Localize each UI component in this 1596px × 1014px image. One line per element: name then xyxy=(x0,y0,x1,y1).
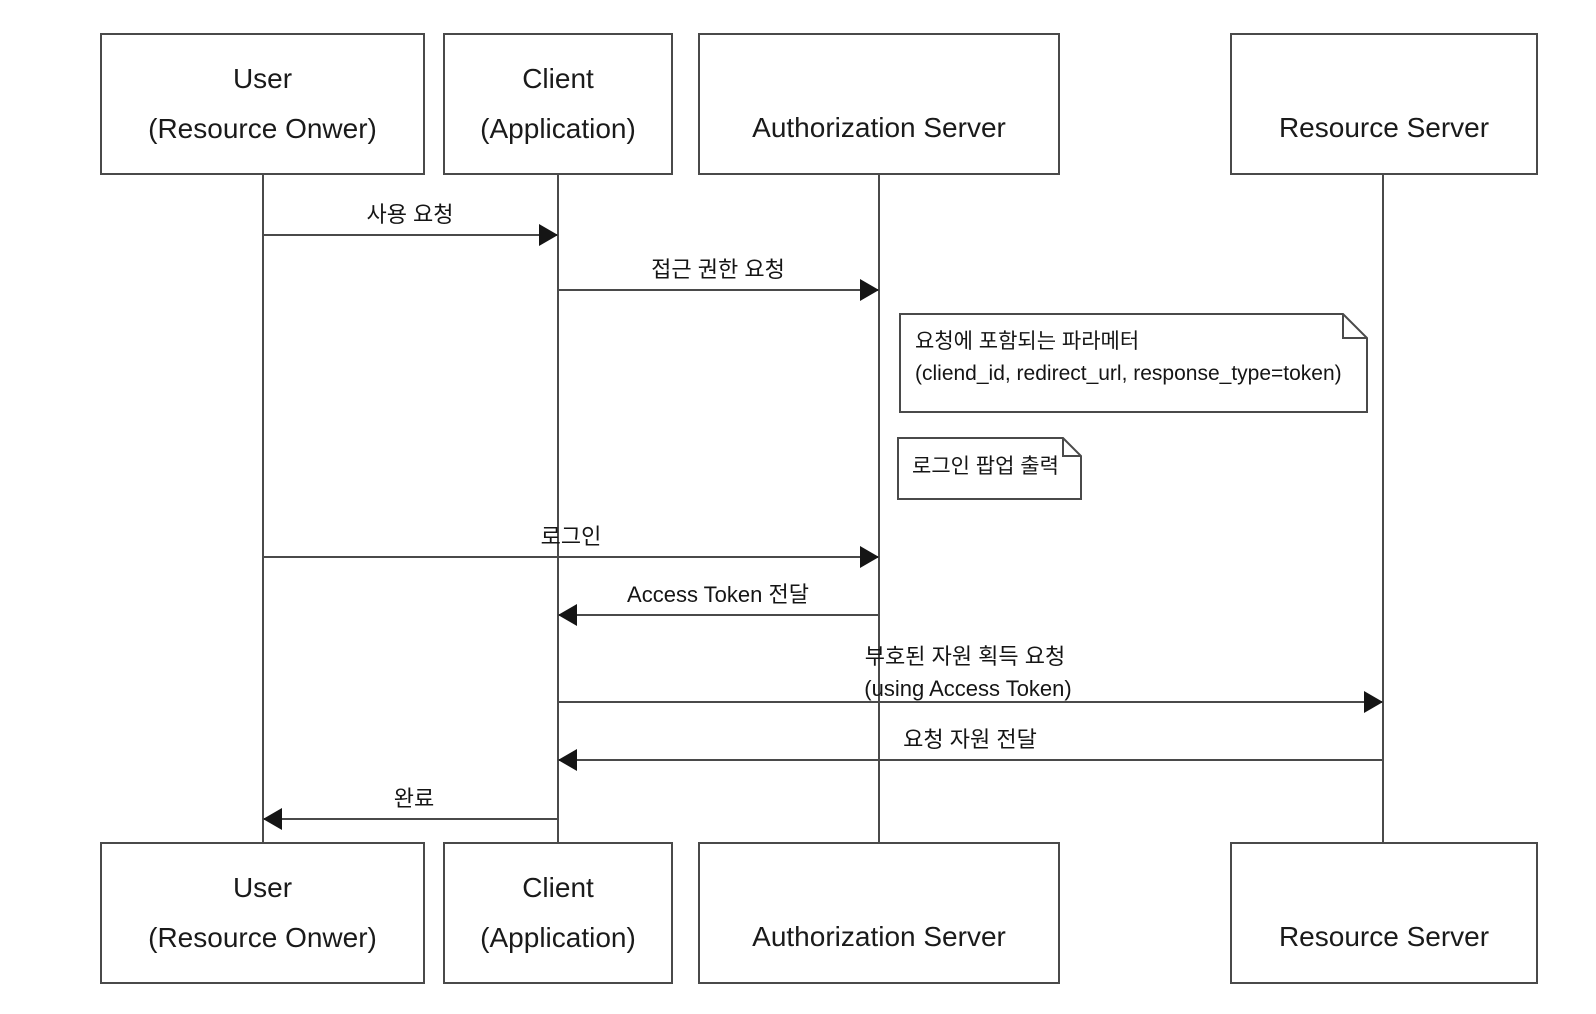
participant-top-user: User (Resource Onwer) xyxy=(100,33,425,175)
message-label: Access Token 전달 xyxy=(627,582,809,607)
note-text-line1: 요청에 포함되는 파라메터 xyxy=(915,330,1140,353)
note-shape-icon xyxy=(899,313,1368,413)
participant-bottom-resource-server: Resource Server xyxy=(1230,842,1538,984)
participant-bottom-client: Client (Application) xyxy=(443,842,673,984)
lifeline-client xyxy=(557,175,559,842)
message-line xyxy=(263,234,558,236)
participant-top-resource-server: Resource Server xyxy=(1230,33,1538,175)
arrowhead-left-icon xyxy=(558,749,577,771)
arrowhead-right-icon xyxy=(860,546,879,568)
message-label: 사용 요청 xyxy=(366,202,454,227)
note-text-line1: 로그인 팝업 출력 xyxy=(912,455,1059,478)
participant-name: Resource Server xyxy=(1278,921,1490,952)
participant-name: Client xyxy=(522,872,594,903)
note-request-parameters: 요청에 포함되는 파라메터 (cliend_id, redirect_url, … xyxy=(899,313,1368,413)
message-line xyxy=(558,289,879,291)
arrowhead-right-icon xyxy=(539,224,558,246)
message-label: 접근 권한 요청 xyxy=(651,257,785,282)
message-line xyxy=(558,614,879,616)
participant-subtitle: (Application) xyxy=(480,113,636,144)
message-sublabel: (using Access Token) xyxy=(864,676,1072,701)
lifeline-authorization-server xyxy=(878,175,880,842)
lifeline-resource-server xyxy=(1382,175,1384,842)
arrowhead-left-icon xyxy=(263,808,282,830)
message-line xyxy=(558,701,1383,703)
message-line xyxy=(263,556,879,558)
participant-name: User xyxy=(232,872,293,903)
message-label: 요청 자원 전달 xyxy=(903,727,1037,752)
note-text-line2: (cliend_id, redirect_url, response_type=… xyxy=(915,362,1342,385)
participant-bottom-authorization-server: Authorization Server xyxy=(698,842,1060,984)
participant-subtitle: (Resource Onwer) xyxy=(148,113,377,144)
participant-name: Resource Server xyxy=(1278,112,1490,143)
message-line xyxy=(558,759,1383,761)
lifeline-user xyxy=(262,175,264,842)
message-label: 완료 xyxy=(393,786,435,811)
arrowhead-left-icon xyxy=(558,604,577,626)
note-login-popup: 로그인 팝업 출력 xyxy=(897,437,1082,500)
participant-subtitle: (Resource Onwer) xyxy=(148,922,377,953)
participant-subtitle: (Application) xyxy=(480,922,636,953)
participant-name: Authorization Server xyxy=(752,112,1006,143)
message-line xyxy=(263,818,558,820)
arrowhead-right-icon xyxy=(1364,691,1383,713)
arrowhead-right-icon xyxy=(860,279,879,301)
message-label: 로그인 xyxy=(540,524,602,549)
message-label: 부호된 자원 획득 요청 xyxy=(864,644,1066,669)
participant-name: Client xyxy=(522,63,594,94)
participant-name: User xyxy=(232,63,293,94)
participant-bottom-user: User (Resource Onwer) xyxy=(100,842,425,984)
note-shape-icon xyxy=(897,437,1082,500)
participant-name: Authorization Server xyxy=(752,921,1006,952)
participant-top-authorization-server: Authorization Server xyxy=(698,33,1060,175)
participant-top-client: Client (Application) xyxy=(443,33,673,175)
